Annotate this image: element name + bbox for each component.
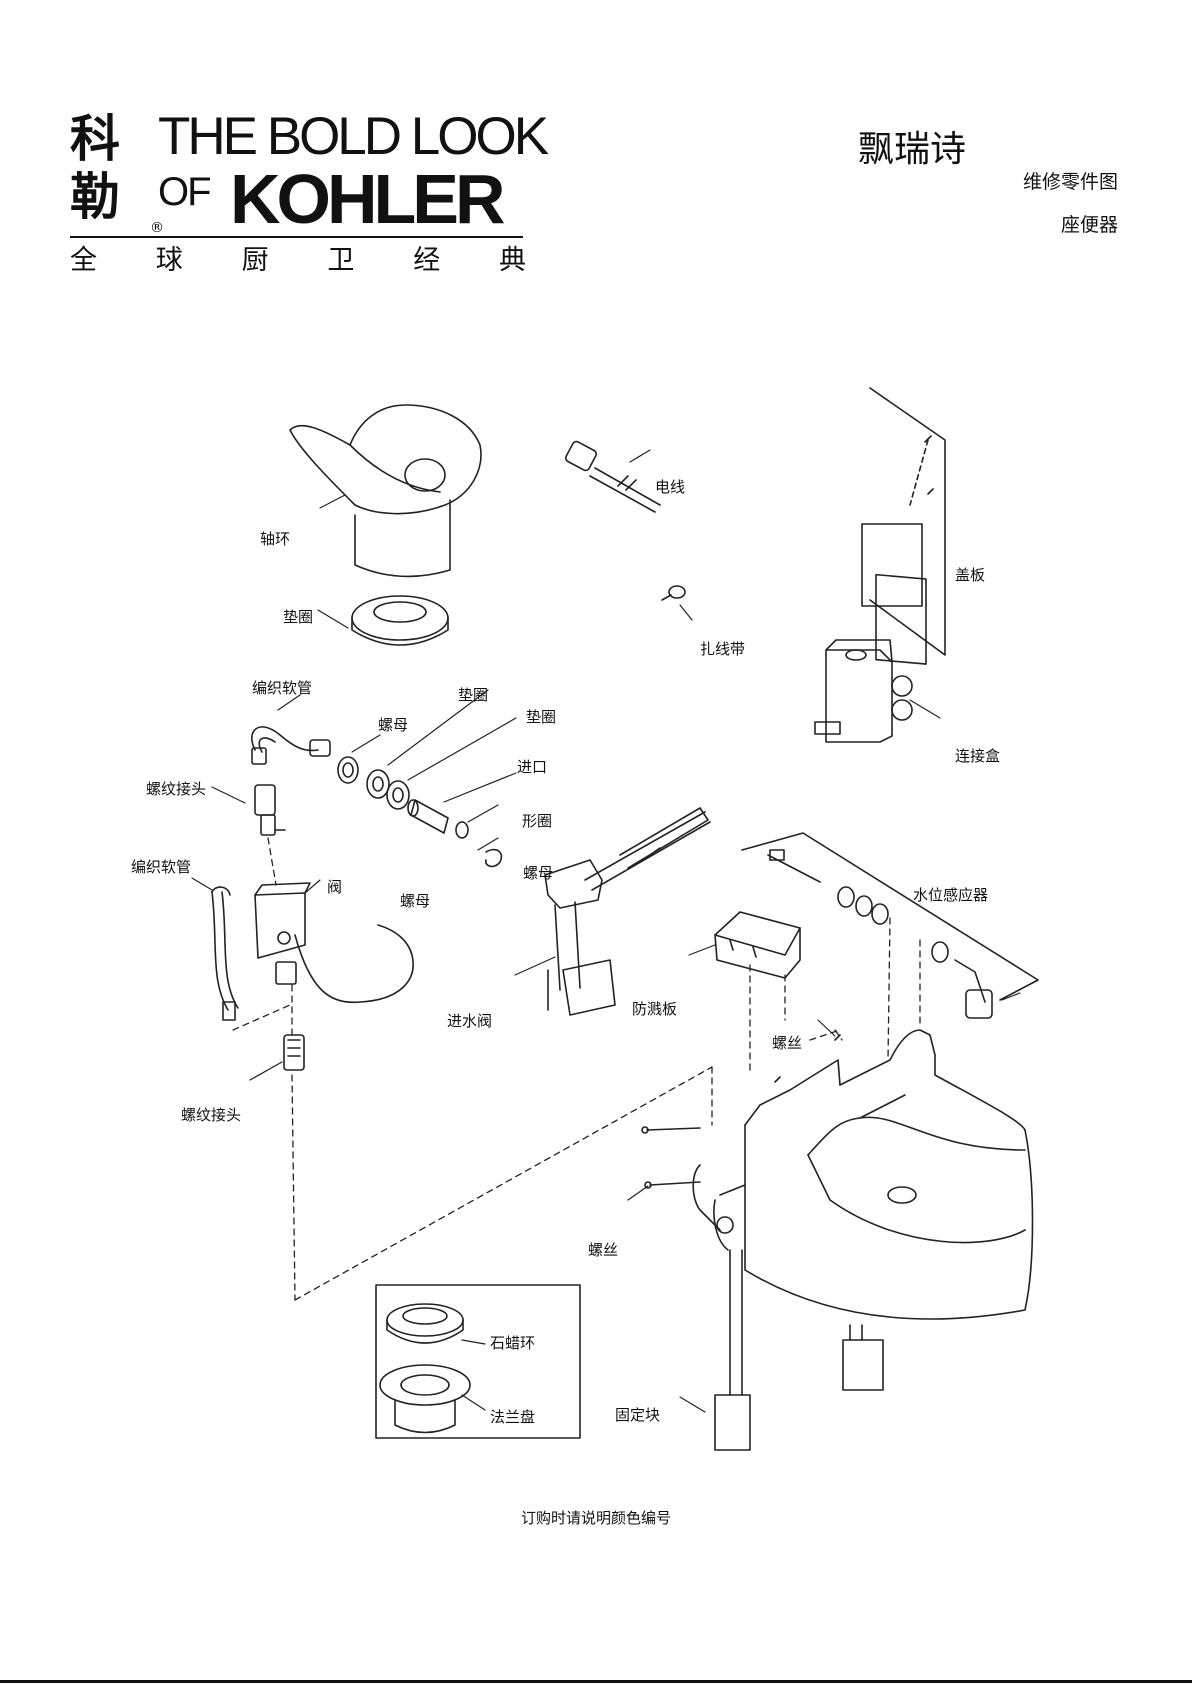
fill-valve-part (545, 808, 710, 1015)
leader-lines (192, 450, 1020, 1412)
fixing-block-part (715, 1250, 883, 1450)
label-screw: 螺丝 (588, 1241, 618, 1259)
label-nut: 螺母 (400, 892, 430, 910)
label-flange: 法兰盘 (490, 1408, 535, 1426)
label-wax-ring: 石蜡环 (490, 1334, 535, 1352)
tank-body-part (693, 1030, 1032, 1319)
splash-guard-part (715, 912, 800, 978)
braided-hose-part (252, 727, 330, 764)
wire-part (564, 440, 660, 512)
label-braided-hose: 编织软管 (131, 858, 191, 876)
braided-hose-2-part (212, 887, 238, 1020)
label-gasket: 垫圈 (526, 708, 556, 726)
label-nut: 螺母 (523, 864, 553, 882)
label-braided-hose: 编织软管 (252, 679, 312, 697)
label-gasket: 垫圈 (458, 686, 488, 704)
label-junction-box: 连接盒 (955, 747, 1000, 765)
cover-plate-part (862, 388, 945, 664)
label-water-level-sensor: 水位感应器 (913, 886, 988, 904)
water-level-sensor-part (742, 833, 1038, 1018)
label-collar: 轴环 (260, 530, 290, 548)
label-wire: 电线 (655, 478, 685, 496)
order-note: 订购时请说明颜色编号 (0, 1508, 1192, 1528)
label-cable-tie: 扎线带 (700, 640, 745, 658)
label-valve: 阀 (327, 878, 342, 896)
cable-tie-part (662, 586, 685, 600)
label-cover-plate: 盖板 (955, 566, 985, 584)
valve-part (255, 883, 413, 1002)
label-inlet: 进口 (517, 758, 547, 776)
bottom-divider (0, 1680, 1192, 1683)
threaded-fitting-part (255, 785, 285, 835)
label-nut: 螺母 (378, 716, 408, 734)
label-fill-valve: 进水阀 (447, 1012, 492, 1030)
label-threaded-fitting: 螺纹接头 (146, 780, 206, 798)
label-gasket: 垫圈 (283, 608, 313, 626)
label-threaded-fitting: 螺纹接头 (181, 1106, 241, 1124)
gasket-part (352, 596, 448, 645)
label-fixing-block: 固定块 (615, 1406, 660, 1424)
threaded-fitting-2-part (284, 1035, 304, 1070)
junction-box-part (815, 640, 912, 742)
label-o-ring: 形圈 (522, 812, 552, 830)
collar-part (290, 405, 481, 576)
label-screw: 螺丝 (772, 1034, 802, 1052)
inset-box (376, 1285, 580, 1438)
tank-screws (642, 1035, 840, 1188)
label-splash-guard: 防溅板 (632, 1000, 677, 1018)
assembly-lines (233, 838, 920, 1300)
